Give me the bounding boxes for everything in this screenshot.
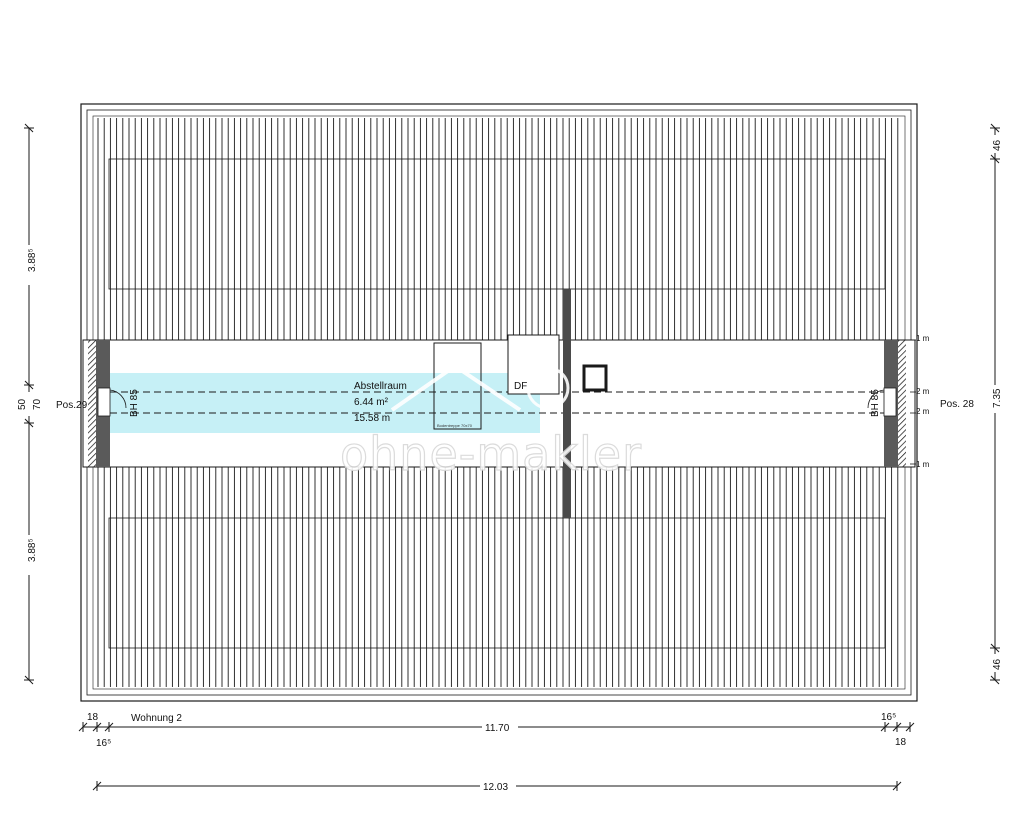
roof-inner-boundary-top [108,158,886,290]
roof-inner-boundary-bottom [108,517,886,649]
dim-bottom-165-left: 16⁵ [96,738,111,749]
bh-left-label: BH 85 [129,389,140,417]
dim-bottom-165-right: 16⁵ [881,712,896,723]
right-door-swing [867,389,885,409]
room-perimeter: 15.58 m [354,413,390,424]
left-window [97,387,111,417]
chimney-box [582,364,608,392]
roof-tiles-bottom [97,467,899,687]
dim-right-top: 46 [992,139,1003,151]
height-1m-bottom: 1 m [916,460,930,469]
pos-right-label: Pos. 28 [940,399,974,410]
dim-left-70: 70 [32,398,43,410]
room-highlight [110,373,540,433]
central-wall [563,289,571,518]
height-2m-top: 2 m [916,387,930,396]
roof-outline-outer [80,103,918,702]
room-area: 6.44 m² [354,397,389,408]
pos-left-label: Pos.29 [56,400,88,411]
right-window [883,387,897,417]
df-box [507,334,560,395]
height-2m-bottom: 2 m [916,407,930,416]
room-name: Abstellraum [354,381,407,392]
dim-bottom-18-right: 18 [895,737,907,748]
watermark-tree-icon [526,366,570,410]
dim-left-lower: 3.88⁵ [27,538,38,562]
apartment-label: Wohnung 2 [131,713,182,724]
left-door-swing [109,389,127,409]
watermark-house-icon [390,363,522,412]
watermark: ohne-makler [339,363,642,482]
height-markers-right [910,339,916,465]
right-wall-hatch [898,340,906,467]
left-wall-hatch [88,340,96,467]
dim-left-upper: 3.88⁵ [27,248,38,272]
roof-tiles-top [97,118,899,340]
dim-left-50: 50 [17,398,28,410]
df-label: DF [514,381,527,392]
dim-bottom-total: 12.03 [483,782,508,793]
bh-right-label: BH 85 [870,389,881,417]
floor-hatch-label: Bodentreppe 70x70 [437,423,473,428]
dim-bottom-inner: 11.70 [485,723,510,734]
dim-right-total: 7.35 [992,388,1003,408]
watermark-text: ohne-makler [340,427,642,481]
dim-right-bottom: 46 [992,658,1003,670]
dim-bottom-18-left: 18 [87,712,99,723]
height-1m-top: 1 m [916,334,930,343]
